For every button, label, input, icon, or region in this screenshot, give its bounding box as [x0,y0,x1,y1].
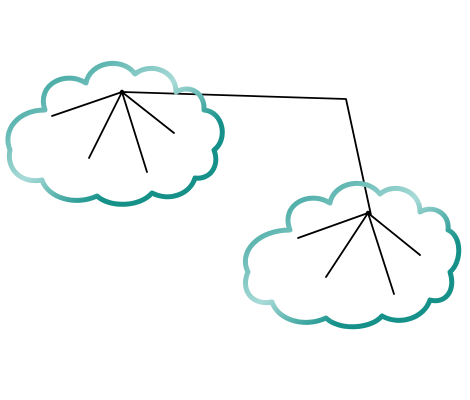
cloud-network-left [5,60,225,207]
branch-line [367,212,395,295]
branch-line [51,91,123,117]
branch-line [297,212,369,239]
cloud-outline-right [242,180,462,330]
branch-line [325,212,369,278]
branch-line [121,91,148,173]
network-branches-right [297,212,421,295]
branch-line [88,91,123,159]
cloud-outline-left [5,60,225,207]
network-branches-left [51,91,175,173]
cloud-network-right [242,180,462,330]
network-hub-node-right [365,210,371,216]
branch-line [367,212,421,256]
network-hub-node-left [119,89,125,95]
branch-line [121,91,175,134]
